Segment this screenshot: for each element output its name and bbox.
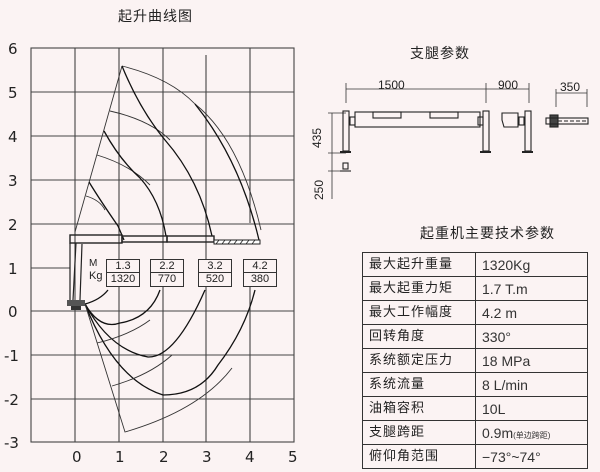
dim-lift-label: 250 (312, 179, 326, 200)
lifting-chart-plot (30, 47, 295, 443)
y-tick: -3 (4, 434, 19, 452)
spec-label: 系统额定压力 (362, 348, 476, 373)
y-tick: 1 (8, 260, 18, 278)
spec-value: 1320Kg (475, 252, 588, 277)
y-tick: 0 (8, 303, 18, 321)
load-box-radius: 4.2 (244, 260, 276, 273)
upper-envelope (74, 65, 262, 233)
spec-label: 最大工作幅度 (362, 300, 476, 325)
spec-value: 4.2 m (475, 300, 588, 325)
dim-extension-label: 900 (498, 78, 519, 92)
load-box-load: 1320 (110, 273, 136, 285)
unit-label-m: M (89, 258, 98, 269)
x-tick: 0 (72, 448, 82, 466)
y-tick: 2 (8, 216, 18, 234)
spec-label: 系统流量 (362, 372, 476, 397)
x-tick: 1 (115, 448, 125, 466)
lifting-chart-title: 起升曲线图 (118, 9, 193, 25)
crane-boom-drawing (67, 234, 261, 310)
x-tick: 2 (159, 448, 169, 466)
x-tick: 5 (288, 448, 298, 466)
y-tick: 6 (8, 40, 18, 58)
lower-envelope (84, 303, 233, 433)
spec-value: 1.7 T.m (475, 276, 588, 301)
y-tick: -2 (4, 391, 19, 409)
outrigger-drawing (328, 83, 589, 199)
load-box-radius: 2.2 (151, 260, 183, 273)
spec-value: 330° (475, 324, 588, 349)
table-row: 俯仰角范围−73°~74° (362, 444, 588, 469)
dim-side-label: 350 (560, 80, 581, 94)
unit-label-kg: Kg (89, 270, 103, 282)
load-box-load: 520 (205, 273, 225, 285)
spec-label: 最大起重力矩 (362, 276, 476, 301)
spec-value: 18 MPa (475, 348, 588, 373)
spec-value: 8 L/min (475, 372, 588, 397)
load-box-load: 770 (157, 273, 177, 285)
load-box-radius: 3.2 (199, 260, 231, 273)
y-tick: 4 (8, 128, 18, 146)
specs-title: 起重机主要技术参数 (420, 226, 555, 242)
spec-label: 俯仰角范围 (362, 444, 476, 469)
spec-label: 最大起升重量 (362, 252, 476, 277)
load-curves-upper (88, 65, 260, 241)
load-box-load: 380 (250, 273, 270, 285)
x-tick: 4 (245, 448, 255, 466)
dim-span-label: 1500 (378, 78, 405, 92)
y-tick: -1 (4, 347, 19, 365)
outrigger-title: 支腿参数 (410, 46, 470, 62)
y-tick: 3 (8, 172, 18, 190)
load-box: 1.3 1320 (106, 259, 140, 287)
spec-value: 10L (475, 396, 588, 421)
load-curves-lower (84, 289, 256, 396)
dim-height-label: 435 (310, 127, 324, 148)
spec-value: −73°~74° (475, 444, 588, 469)
load-box: 2.2 770 (150, 259, 184, 287)
y-tick: 5 (8, 84, 18, 102)
x-tick: 3 (202, 448, 212, 466)
load-box: 4.2 380 (243, 259, 277, 287)
spec-label: 支腿跨距 (362, 420, 476, 445)
spec-value-cell: 0.9m(单边跨距) (475, 420, 588, 445)
spec-label: 回转角度 (362, 324, 476, 349)
spec-label: 油箱容积 (362, 396, 476, 421)
spec-value: 0.9m (482, 424, 514, 441)
load-box: 3.2 520 (198, 259, 232, 287)
load-box-radius: 1.3 (107, 260, 139, 273)
spec-note: (单边跨距) (513, 430, 551, 440)
